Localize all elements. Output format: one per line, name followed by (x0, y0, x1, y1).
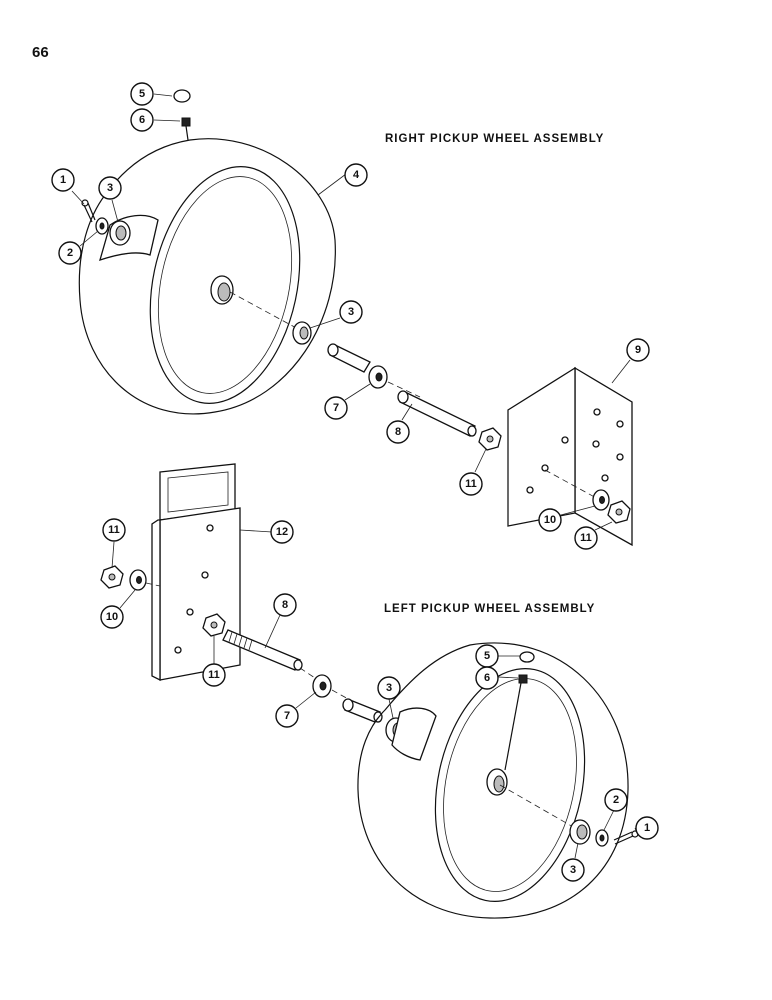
left-nut-a (100, 565, 124, 589)
callout-r-4: 4 (344, 163, 368, 187)
svg-text:5: 5 (139, 88, 145, 100)
left-assembly-title: LEFT PICKUP WHEEL ASSEMBLY (384, 603, 596, 615)
right-bushing-inner (292, 321, 312, 345)
page-number: 66 (32, 44, 49, 61)
callout-l-1: 1 (635, 816, 659, 840)
svg-text:3: 3 (107, 182, 113, 194)
left-valve-stem (504, 674, 528, 771)
left-washer (595, 829, 609, 847)
svg-text:6: 6 (139, 114, 145, 126)
callout-l-3b: 3 (561, 858, 585, 882)
left-washer-10 (129, 569, 147, 591)
svg-text:8: 8 (395, 426, 401, 438)
right-valve-stem (181, 117, 191, 141)
callout-l-8: 8 (273, 593, 297, 617)
left-washer-7 (312, 674, 332, 698)
right-cotter-pin (81, 199, 96, 223)
callout-l-11b: 11 (202, 663, 226, 687)
left-tire (357, 642, 629, 919)
left-cotter-pin (613, 830, 639, 845)
right-callouts: 5 6 1 3 2 4 3 9 7 8 11 10 11 (51, 82, 650, 550)
callout-r-9: 9 (626, 338, 650, 362)
right-valve-cap (173, 89, 191, 103)
svg-text:1: 1 (60, 174, 66, 186)
svg-text:9: 9 (635, 344, 641, 356)
svg-text:3: 3 (386, 682, 392, 694)
svg-text:1: 1 (644, 822, 650, 834)
left-wheel-assembly (100, 463, 639, 919)
svg-text:6: 6 (484, 672, 490, 684)
svg-text:7: 7 (284, 710, 290, 722)
svg-text:12: 12 (276, 526, 288, 538)
left-bushing-outer (569, 819, 591, 845)
left-mounting-plate (151, 463, 241, 682)
svg-text:11: 11 (108, 524, 120, 536)
callout-l-7: 7 (275, 704, 299, 728)
callout-r-3b: 3 (339, 300, 363, 324)
right-washer (95, 217, 109, 235)
right-washer-7 (368, 365, 388, 389)
svg-text:5: 5 (484, 650, 490, 662)
callout-r-2: 2 (58, 241, 82, 265)
callout-r-1: 1 (51, 168, 75, 192)
callout-r-11a: 11 (459, 472, 483, 496)
right-spacer-tube (327, 343, 371, 373)
left-callouts: 11 12 10 8 11 5 6 7 3 2 1 3 (100, 518, 659, 882)
callout-l-6: 6 (475, 666, 499, 690)
right-axle-bolt (397, 390, 477, 437)
left-nut-b (202, 613, 226, 637)
callout-r-5: 5 (130, 82, 154, 106)
svg-text:11: 11 (465, 478, 477, 490)
svg-text:11: 11 (208, 669, 220, 681)
right-bushing-outer (109, 220, 131, 246)
left-axle-bolt (222, 629, 303, 671)
callout-r-6: 6 (130, 108, 154, 132)
callout-r-11b: 11 (574, 526, 598, 550)
left-spacer-tube (342, 698, 383, 723)
svg-text:8: 8 (282, 599, 288, 611)
svg-text:2: 2 (67, 247, 73, 259)
right-washer-10 (592, 489, 610, 511)
svg-text:2: 2 (613, 794, 619, 806)
callout-r-3a: 3 (98, 176, 122, 200)
svg-text:10: 10 (106, 611, 118, 623)
callout-l-10: 10 (100, 605, 124, 629)
callout-l-11a: 11 (102, 518, 126, 542)
svg-text:3: 3 (348, 306, 354, 318)
right-assembly-title: RIGHT PICKUP WHEEL ASSEMBLY (385, 133, 605, 145)
right-nut-a (478, 427, 502, 451)
callout-l-2: 2 (604, 788, 628, 812)
callout-l-12: 12 (270, 520, 294, 544)
svg-text:4: 4 (353, 169, 360, 181)
right-mounting-bracket (507, 366, 633, 547)
svg-text:10: 10 (544, 514, 556, 526)
svg-text:3: 3 (570, 864, 576, 876)
svg-text:7: 7 (333, 402, 339, 414)
left-valve-cap (519, 651, 535, 663)
right-wheel-assembly (78, 89, 633, 547)
right-nut-b (607, 500, 631, 524)
callout-r-10: 10 (538, 508, 562, 532)
callout-r-7: 7 (324, 396, 348, 420)
callout-r-8: 8 (386, 420, 410, 444)
callout-l-3a: 3 (377, 676, 401, 700)
svg-text:11: 11 (580, 532, 592, 544)
callout-l-5: 5 (475, 644, 499, 668)
